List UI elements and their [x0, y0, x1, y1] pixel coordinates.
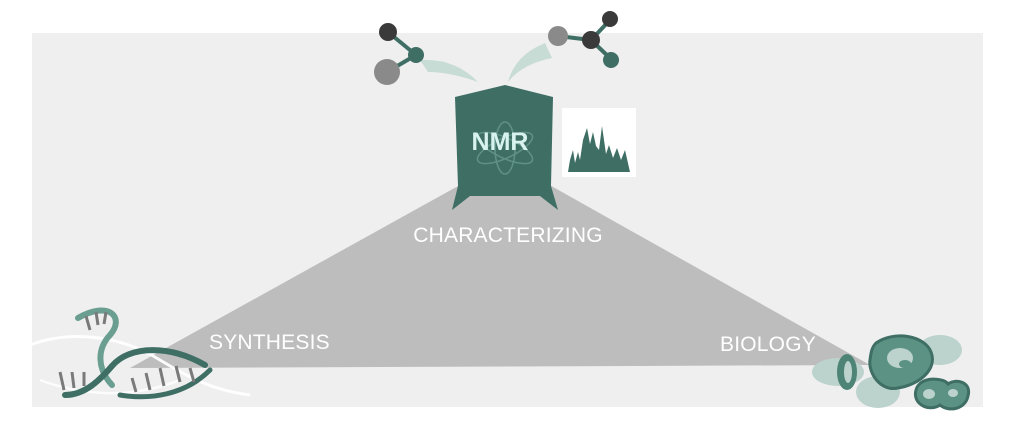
arrow-left-icon	[420, 59, 478, 82]
arrow-right-icon	[508, 43, 552, 82]
molecule-left-icon	[374, 23, 424, 85]
spectrum-icon	[562, 108, 636, 177]
characterizing-label: CHARACTERIZING	[413, 224, 602, 247]
nmr-spectrometer-icon: NMR	[452, 85, 558, 210]
dna-helix-icon	[29, 307, 251, 400]
nmr-label: NMR	[472, 128, 529, 156]
triangle	[130, 160, 870, 368]
biology-label: BIOLOGY	[720, 333, 816, 356]
molecule-right-icon	[548, 11, 619, 68]
synthesis-label: SYNTHESIS	[209, 331, 330, 354]
cell-icon	[812, 334, 971, 411]
